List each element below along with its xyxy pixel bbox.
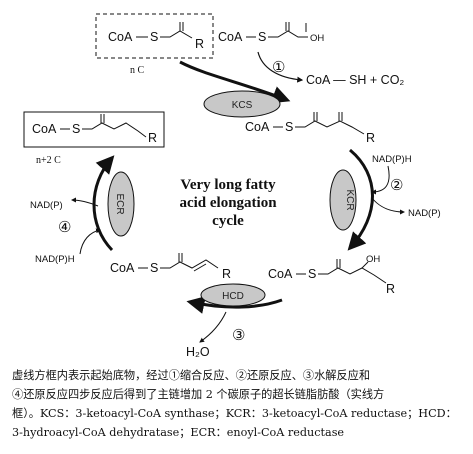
sulfur-label: S — [258, 30, 266, 44]
r-group-label: R — [148, 131, 157, 145]
oh-label: OH — [310, 33, 324, 44]
cycle-title-line3: cycle — [212, 213, 244, 229]
kcr-enzyme — [329, 169, 357, 231]
kcr-label: KCR — [344, 189, 355, 210]
coa-label: CoA — [110, 261, 135, 275]
ecr-enzyme — [107, 171, 135, 237]
nadp-out-label: NAD(P) — [30, 200, 63, 211]
malonyl-coa: CoA S OH — [218, 22, 324, 44]
ecr-label: ECR — [114, 193, 125, 214]
sulfur-label: S — [150, 261, 158, 275]
n-carbon-label: n C — [130, 65, 145, 76]
ketoacyl-coa: CoA S R — [245, 112, 375, 145]
nadp-out-arrow — [371, 197, 405, 215]
step-2-marker: ② — [390, 176, 403, 194]
coa-label: CoA — [268, 267, 293, 281]
figure-caption: 虚线方框内表示起始底物，经过①缩合反应、②还原反应、③水解反应和 ④还原反应四步… — [12, 366, 464, 442]
r-group-label: R — [222, 267, 231, 281]
sulfur-label: S — [72, 122, 80, 136]
co2-release-arrow — [257, 51, 304, 83]
oh-label: OH — [366, 254, 380, 265]
kcs-label: KCS — [232, 100, 253, 111]
cycle-title-line1: Very long fatty — [180, 177, 276, 193]
elongated-product-box — [23, 111, 165, 148]
r-group-label: R — [366, 131, 375, 145]
nadph-in-arrow — [371, 165, 390, 195]
caption-line-2: ④还原反应四步反应后得到了主链增加 2 个碳原子的超长链脂肪酸（实线方 — [12, 388, 385, 401]
hydroxyacyl-coa: CoA S OH R — [268, 254, 395, 296]
step-1-marker: ① — [272, 58, 285, 76]
coa-label: CoA — [218, 30, 243, 44]
hcd-enzyme — [200, 283, 266, 307]
coa-label: CoA — [108, 30, 133, 44]
r-group-label: R — [195, 37, 204, 51]
hcd-dehydration-arrow — [186, 296, 283, 314]
caption-line-1: 虚线方框内表示起始底物，经过①缩合反应、②还原反应、③水解反应和 — [12, 369, 371, 382]
n-plus-2-carbon-label: n+2 C — [36, 155, 61, 166]
coa-label: CoA — [32, 122, 57, 136]
starting-substrate-box — [95, 13, 214, 59]
enoyl-coa: CoA S R — [110, 253, 231, 281]
caption-line-4: 3-hydroacyl-CoA dehydratase；ECR：enoyl-Co… — [12, 426, 345, 439]
caption-line-3: 框）。KCS：3-ketoacyl-CoA synthase；KCR：3-ket… — [12, 407, 457, 420]
step-3-marker: ③ — [232, 326, 245, 344]
kcs-enzyme — [203, 90, 281, 118]
acyl-coa-start: CoA S R — [108, 22, 204, 51]
nadp-out-arrow — [71, 197, 99, 207]
nadph-in-label: NAD(P)H — [35, 254, 75, 265]
coash-co2-product: CoA — SH + CO₂ — [306, 73, 404, 87]
sulfur-label: S — [150, 30, 158, 44]
r-group-label: R — [386, 282, 395, 296]
elongated-acyl-coa: CoA S R — [32, 114, 157, 145]
sulfur-label: S — [308, 267, 316, 281]
nadph-in-arrow — [79, 228, 101, 255]
water-product: H₂O — [186, 345, 210, 359]
nadph-in-label: NAD(P)H — [372, 154, 412, 165]
coa-label: CoA — [245, 120, 270, 134]
nadp-out-label: NAD(P) — [408, 208, 441, 219]
cycle-title-line2: acid elongation — [179, 195, 277, 211]
kcr-reduction-arrow — [347, 148, 374, 251]
kcs-condensation-arrow — [179, 60, 291, 104]
water-release-arrow — [199, 311, 227, 343]
sulfur-label: S — [285, 120, 293, 134]
step-4-marker: ④ — [58, 218, 71, 236]
elongation-cycle-diagram: CoA S R n C CoA S OH ① CoA — SH + CO₂ KC… — [23, 13, 441, 359]
hcd-label: HCD — [222, 291, 244, 302]
